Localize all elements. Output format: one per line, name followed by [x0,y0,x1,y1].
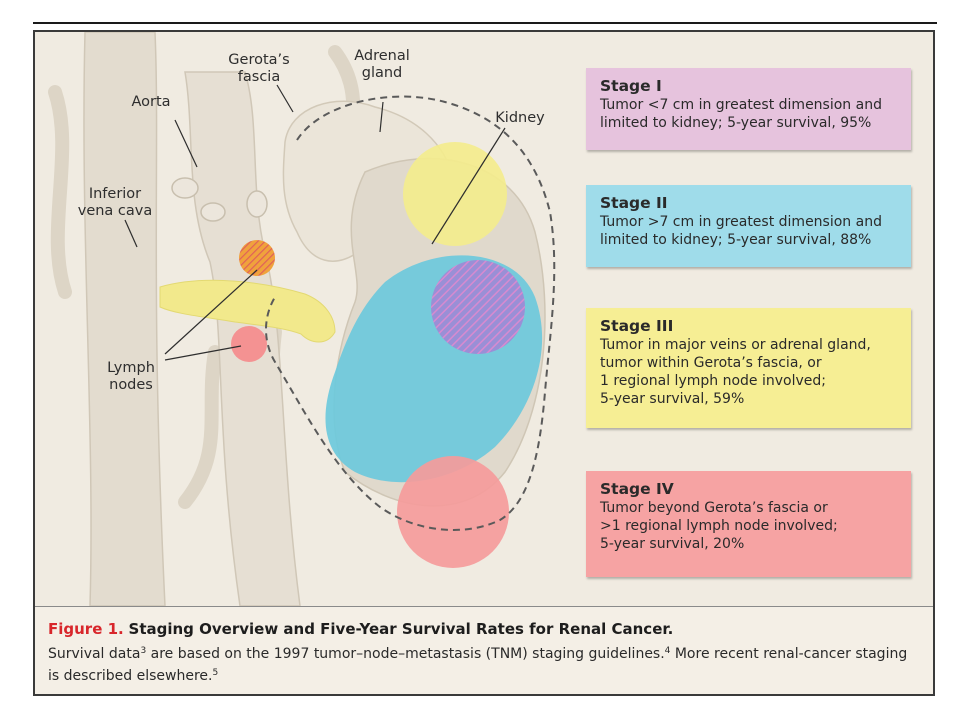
reference-3: 3 [140,646,147,656]
caption-part-3: More recent renal-cancer staging is desc… [48,646,908,684]
inferior-vena-cava-shape [83,32,166,606]
caption-part-1: Survival data [48,646,141,662]
inferior-vena-cava-label: Inferior vena cava [77,186,153,219]
top-rule [33,22,937,24]
lymph-nodes-label: Lymph nodes [107,360,155,393]
stage-4-title: Stage IV [600,480,674,498]
stage-1-description: Tumor <7 cm in greatest dimension and li… [600,97,882,131]
reference-5: 5 [212,668,219,678]
anatomy-drawing [48,32,556,606]
renal-vessel-stubs [171,177,268,222]
caption-heading: Figure 1. Staging Overview and Five-Year… [48,619,919,639]
stage-3-box: Stage III Tumor in major veins or adrena… [586,308,911,428]
stage-3-description: Tumor in major veins or adrenal gland, t… [600,337,871,407]
lymph-node [231,326,267,362]
figure-number: Figure 1. [48,620,124,638]
caption-part-2: are based on the 1997 tumor–node–metasta… [146,646,665,662]
stage3-adrenal-tumor [403,142,507,246]
stage-4-box: Stage IV Tumor beyond Gerota’s fascia or… [586,471,911,577]
stage-1-title: Stage I [600,77,662,95]
stage1-kidney-tumor [431,260,525,354]
gerotas-fascia-outline [265,95,556,531]
stage-2-description: Tumor >7 cm in greatest dimension and li… [600,214,882,248]
renal-vein-tumor-thrombus [159,279,336,343]
stage-1-box: Stage I Tumor <7 cm in greatest dimensio… [586,68,911,150]
stage-4-description: Tumor beyond Gerota’s fascia or >1 regio… [600,500,838,552]
stage4-tumor [397,456,509,568]
figure-frame: Aorta Gerota’s fascia Adrenal gland Kidn… [33,30,935,696]
gerotas-fascia-label: Gerota’s fascia [228,52,290,85]
caption-text: Survival data3 are based on the 1997 tum… [48,642,919,686]
leader-lines [124,84,506,361]
reference-4: 4 [664,646,671,656]
lymph-node-involved [239,240,275,276]
figure-caption: Figure 1. Staging Overview and Five-Year… [35,606,933,694]
stage-2-title: Stage II [600,194,668,212]
kidney-label: Kidney [495,110,545,126]
aorta-label: Aorta [131,94,171,110]
anatomy-illustration: Aorta Gerota’s fascia Adrenal gland Kidn… [35,32,933,606]
figure-title: Staging Overview and Five-Year Survival … [128,620,674,638]
adrenal-gland-label: Adrenal gland [354,48,410,81]
stage-2-box: Stage II Tumor >7 cm in greatest dimensi… [586,185,911,267]
stage-3-title: Stage III [600,317,674,335]
